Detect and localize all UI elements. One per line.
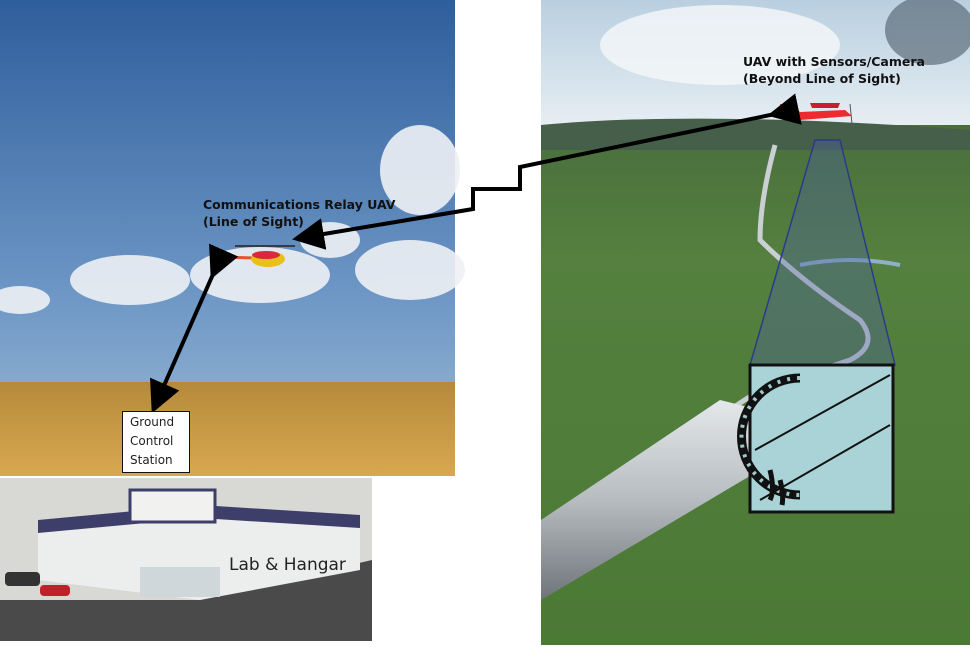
pipeline-photo	[541, 0, 970, 645]
lab-hangar-label: Lab & Hangar	[229, 555, 346, 575]
sensor-uav-label-line1: UAV with Sensors/Camera	[743, 54, 925, 69]
sensor-field-of-view	[749, 139, 896, 366]
gcs-line3: Station	[130, 453, 173, 467]
gcs-line2: Control	[130, 434, 174, 448]
relay-to-sensor-uav-link	[292, 93, 802, 250]
pipe-flange-inspection-inset	[737, 363, 895, 514]
communication-links	[150, 93, 802, 414]
sensor-uav-label-line2: (Beyond Line of Sight)	[743, 71, 901, 86]
prairie-photo	[0, 0, 465, 476]
lab-hangar-building	[0, 478, 372, 641]
sensor-uav-label: UAV with Sensors/Camera (Beyond Line of …	[743, 53, 925, 87]
relay-uav-label: Communications Relay UAV (Line of Sight)	[203, 196, 395, 230]
relay-uav-label-line2: (Line of Sight)	[203, 214, 304, 229]
relay-uav-label-line1: Communications Relay UAV	[203, 197, 396, 212]
gcs-line1: Ground	[130, 415, 175, 429]
ground-control-station-label: Ground Control Station	[122, 411, 190, 473]
ground-to-relay-link	[150, 243, 239, 414]
